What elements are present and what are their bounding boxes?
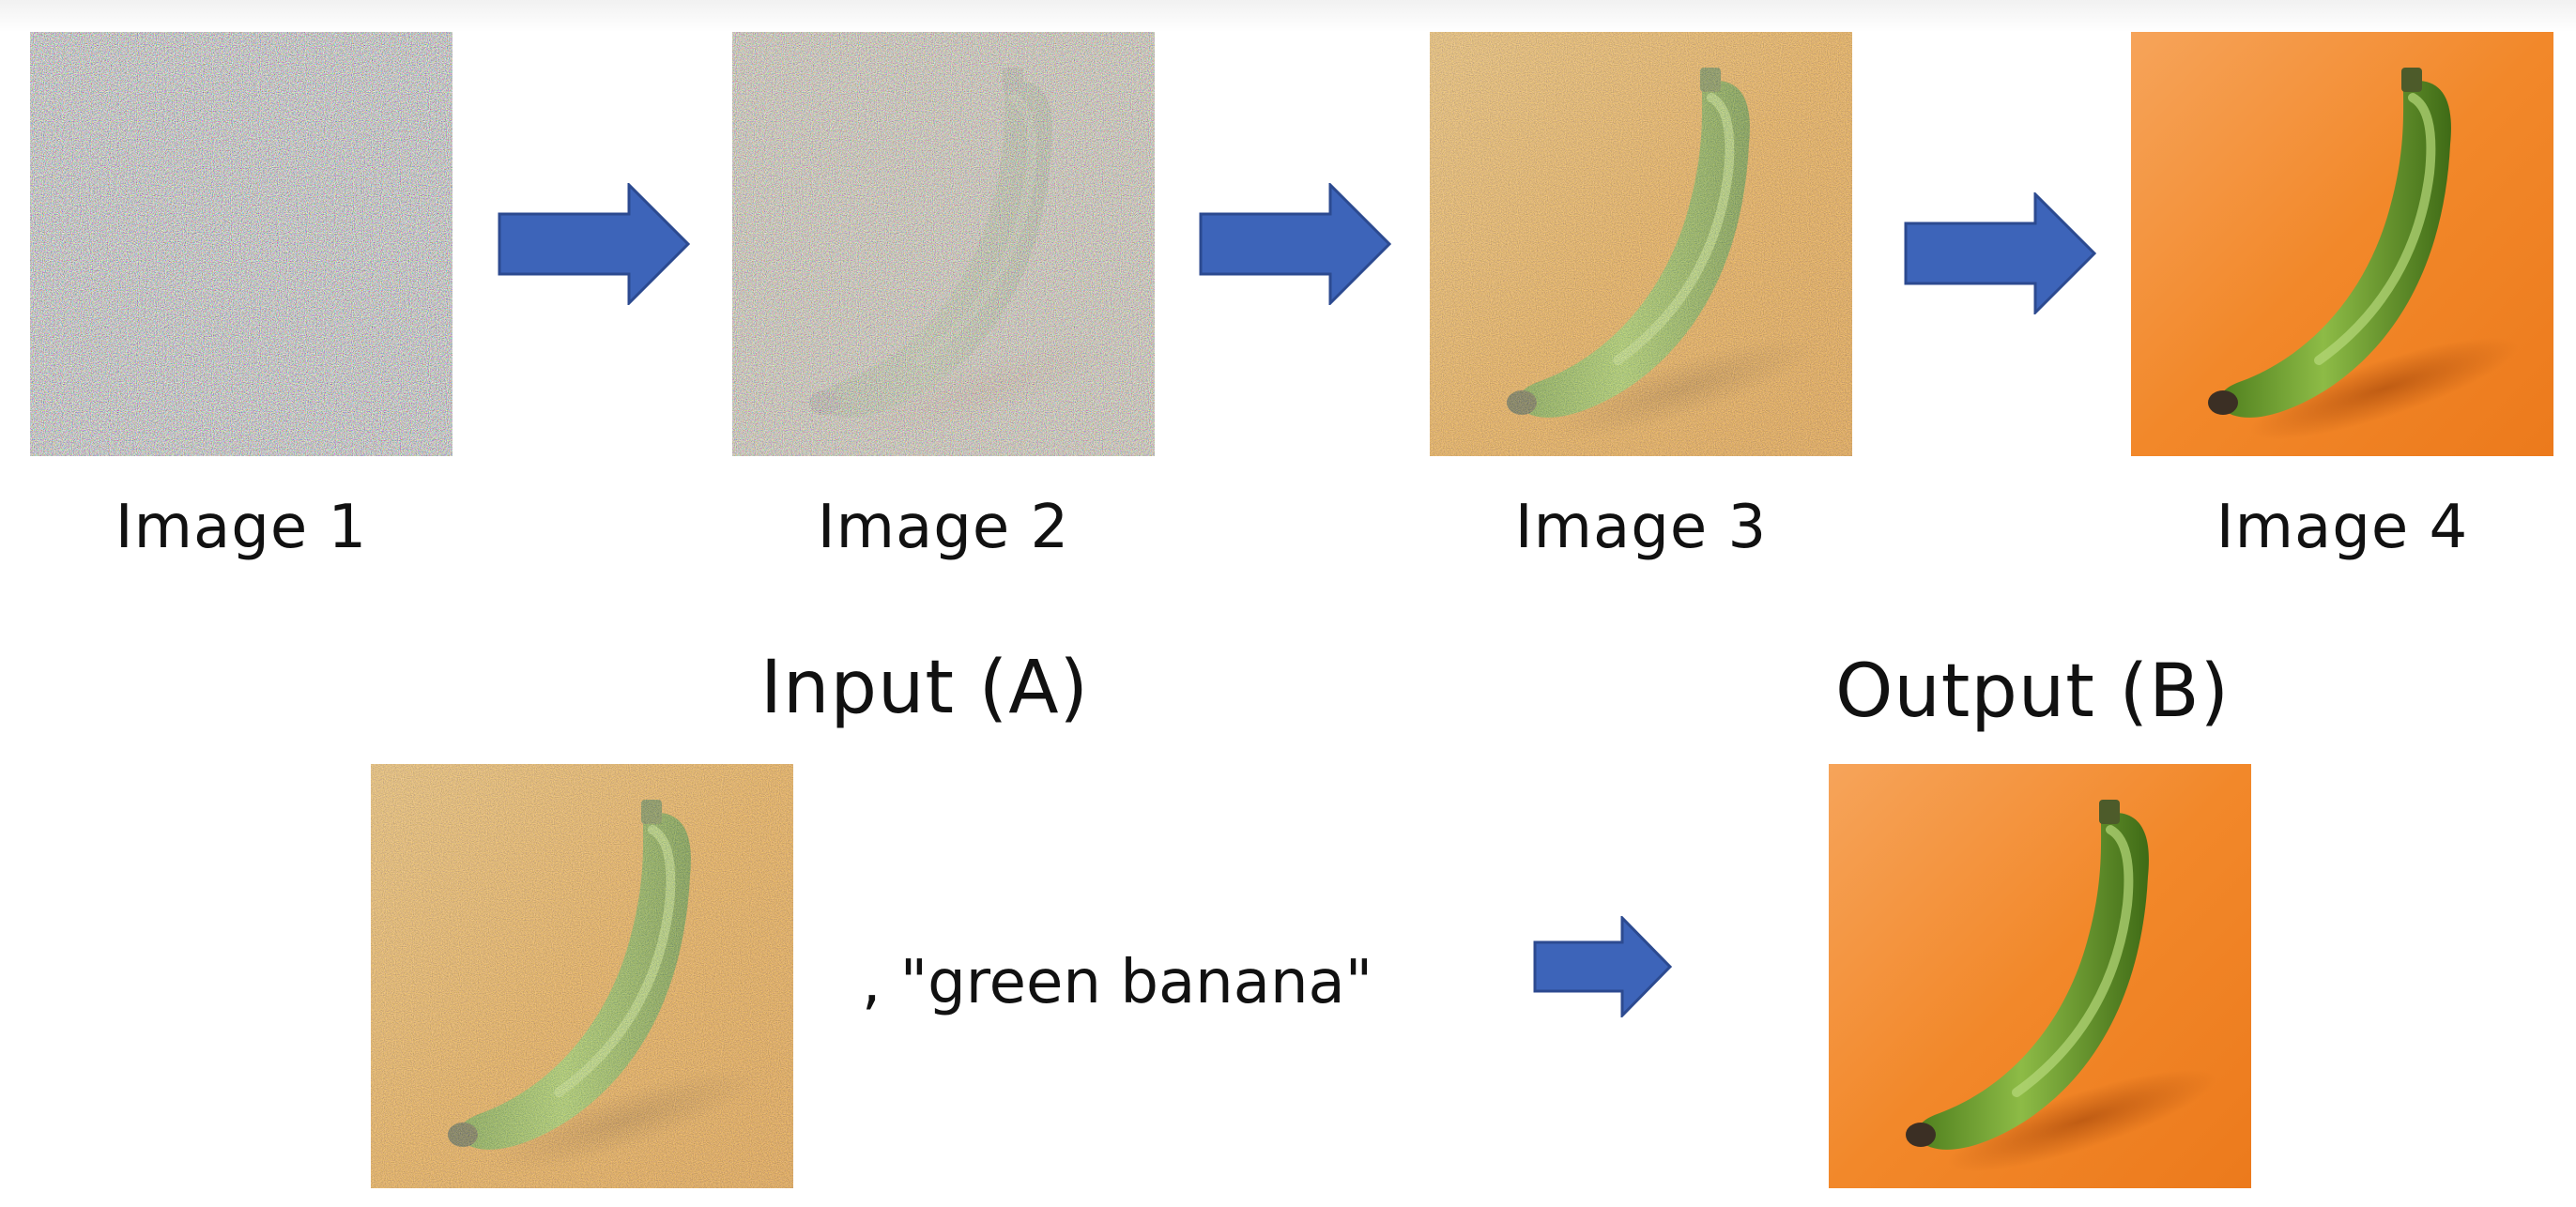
right-arrow-icon xyxy=(498,183,690,305)
output-image-clean-banana xyxy=(1829,764,2251,1188)
image-3-light-noise-banana xyxy=(1430,32,1852,456)
image-2-heavy-noise-banana xyxy=(732,32,1155,456)
right-arrow-icon xyxy=(1199,183,1391,305)
output-heading: Output (B) xyxy=(1834,649,2231,734)
right-arrow-icon xyxy=(1904,192,2096,314)
input-image-noisy-banana xyxy=(371,764,793,1188)
image-4-clean-banana xyxy=(2131,32,2553,456)
prompt-text: , "green banana" xyxy=(862,948,1373,1017)
image-2-label: Image 2 xyxy=(817,493,1070,562)
image-4-label: Image 4 xyxy=(2216,493,2469,562)
right-arrow-icon xyxy=(1533,916,1672,1017)
image-1-pure-noise xyxy=(30,32,452,456)
image-3-label: Image 3 xyxy=(1514,493,1768,562)
window-top-edge xyxy=(0,0,2576,32)
input-heading: Input (A) xyxy=(760,646,1089,730)
image-1-label: Image 1 xyxy=(115,493,368,562)
